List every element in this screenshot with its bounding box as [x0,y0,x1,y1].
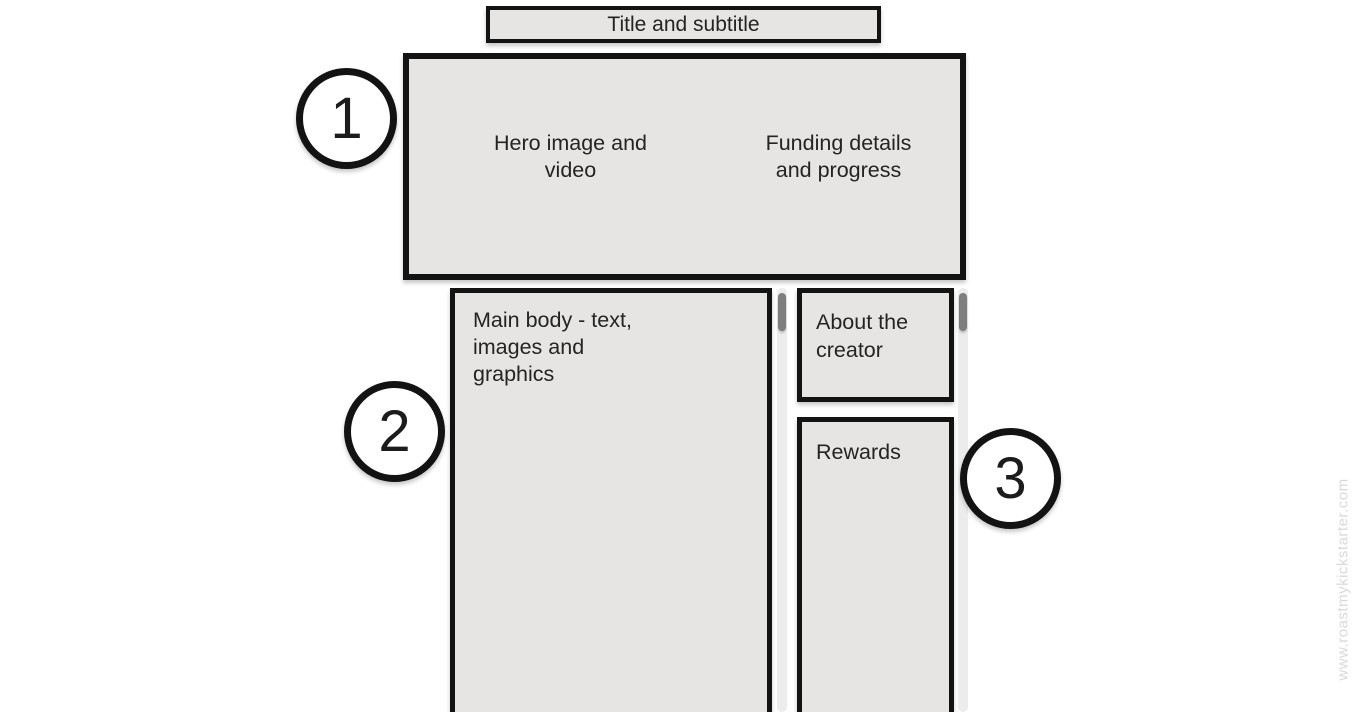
step-2-number: 2 [378,399,411,464]
main-body-box: Main body - text, images and graphics [450,288,772,712]
about-creator-box: About the creator [797,288,954,402]
step-1-badge: 1 [296,68,397,169]
hero-image-video-label: Hero image and video [494,131,647,182]
watermark-text: www.roastmykickstarter.com [1334,478,1352,681]
title-subtitle-label: Title and subtitle [607,12,760,36]
sidebar-scrollbar-thumb [959,293,967,331]
step-1-number: 1 [330,86,363,151]
sidebar-scrollbar-track [958,288,968,712]
main-body-label: Main body - text, images and graphics [473,308,632,386]
rewards-box: Rewards [797,417,954,712]
main-body-scrollbar-track [777,288,787,712]
step-2-badge: 2 [344,381,445,482]
about-creator-label: About the creator [816,310,909,362]
step-3-badge: 3 [960,428,1061,529]
rewards-label: Rewards [816,440,901,464]
hero-section-box: Hero image and video Funding details and… [403,53,966,280]
main-body-scrollbar-thumb [778,293,786,331]
funding-details-label: Funding details and progress [765,131,912,182]
title-subtitle-box: Title and subtitle [486,6,881,43]
step-3-number: 3 [994,446,1027,511]
